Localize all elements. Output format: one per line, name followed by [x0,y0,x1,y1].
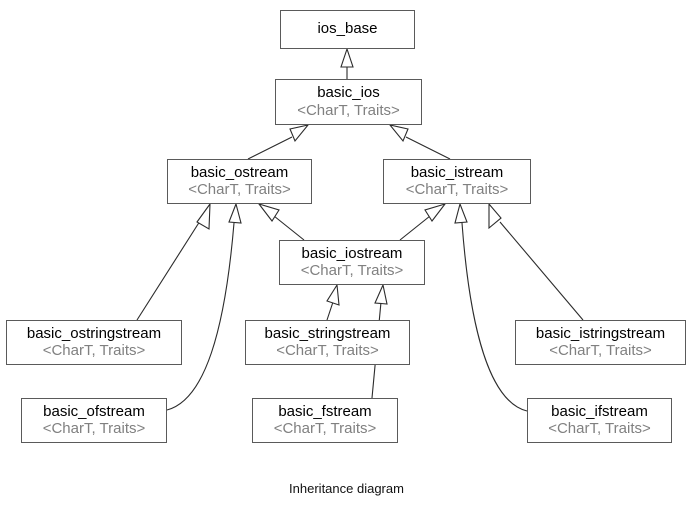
class-node-basic-fstream[interactable]: basic_fstream <CharT, Traits> [252,398,398,443]
class-name: basic_ofstream [43,402,145,420]
class-name: basic_ios [317,84,380,102]
edge-basic-iostream-to-basic-istream [399,202,447,241]
class-name: basic_stringstream [264,324,391,342]
edge-basic-iostream-to-basic-ostream [257,202,305,241]
class-name: basic_iostream [301,244,403,262]
edge-basic-ifstream-to-basic-istream [454,202,528,412]
class-name: basic_ostream [190,163,289,181]
template-parameters: <CharT, Traits> [549,342,652,359]
class-name: basic_istringstream [535,324,666,342]
diagram-caption: Inheritance diagram [289,481,404,496]
class-node-ios-base[interactable]: ios_base [280,10,415,49]
class-node-basic-istream[interactable]: basic_istream <CharT, Traits> [383,159,531,204]
template-parameters: <CharT, Traits> [42,342,146,359]
class-node-basic-ostringstream[interactable]: basic_ostringstream <CharT, Traits> [6,320,182,365]
template-parameters: <CharT, Traits> [273,420,377,437]
class-name: basic_fstream [278,402,372,420]
class-name: basic_ifstream [551,402,648,420]
edge-basic-ostream-to-basic-ios [247,124,310,160]
edge-basic-istream-to-basic-ios [388,124,451,160]
template-parameters: <CharT, Traits> [42,420,146,437]
edge-basic-ios-to-ios-base [340,47,354,79]
template-parameters: <CharT, Traits> [300,262,404,279]
template-parameters: <CharT, Traits> [297,101,400,119]
template-parameters: <CharT, Traits> [405,181,509,198]
edge-basic-ostringstream-to-basic-ostream [136,202,211,321]
class-name: basic_istream [410,163,504,181]
class-node-basic-istringstream[interactable]: basic_istringstream <CharT, Traits> [515,320,686,365]
class-node-basic-ofstream[interactable]: basic_ofstream <CharT, Traits> [21,398,167,443]
edge-basic-istringstream-to-basic-istream [488,202,584,321]
edge-basic-stringstream-to-basic-iostream [326,283,340,321]
class-name: basic_ostringstream [26,324,162,342]
template-parameters: <CharT, Traits> [548,420,651,437]
template-parameters: <CharT, Traits> [188,181,291,198]
class-node-basic-iostream[interactable]: basic_iostream <CharT, Traits> [279,240,425,285]
template-parameters: <CharT, Traits> [276,342,379,359]
class-node-basic-ostream[interactable]: basic_ostream <CharT, Traits> [167,159,312,204]
class-node-basic-ifstream[interactable]: basic_ifstream <CharT, Traits> [527,398,672,443]
class-name: ios_base [317,20,378,38]
edge-basic-ofstream-to-basic-ostream [166,202,242,411]
class-node-basic-ios[interactable]: basic_ios <CharT, Traits> [275,79,422,125]
class-node-basic-stringstream[interactable]: basic_stringstream <CharT, Traits> [245,320,410,365]
